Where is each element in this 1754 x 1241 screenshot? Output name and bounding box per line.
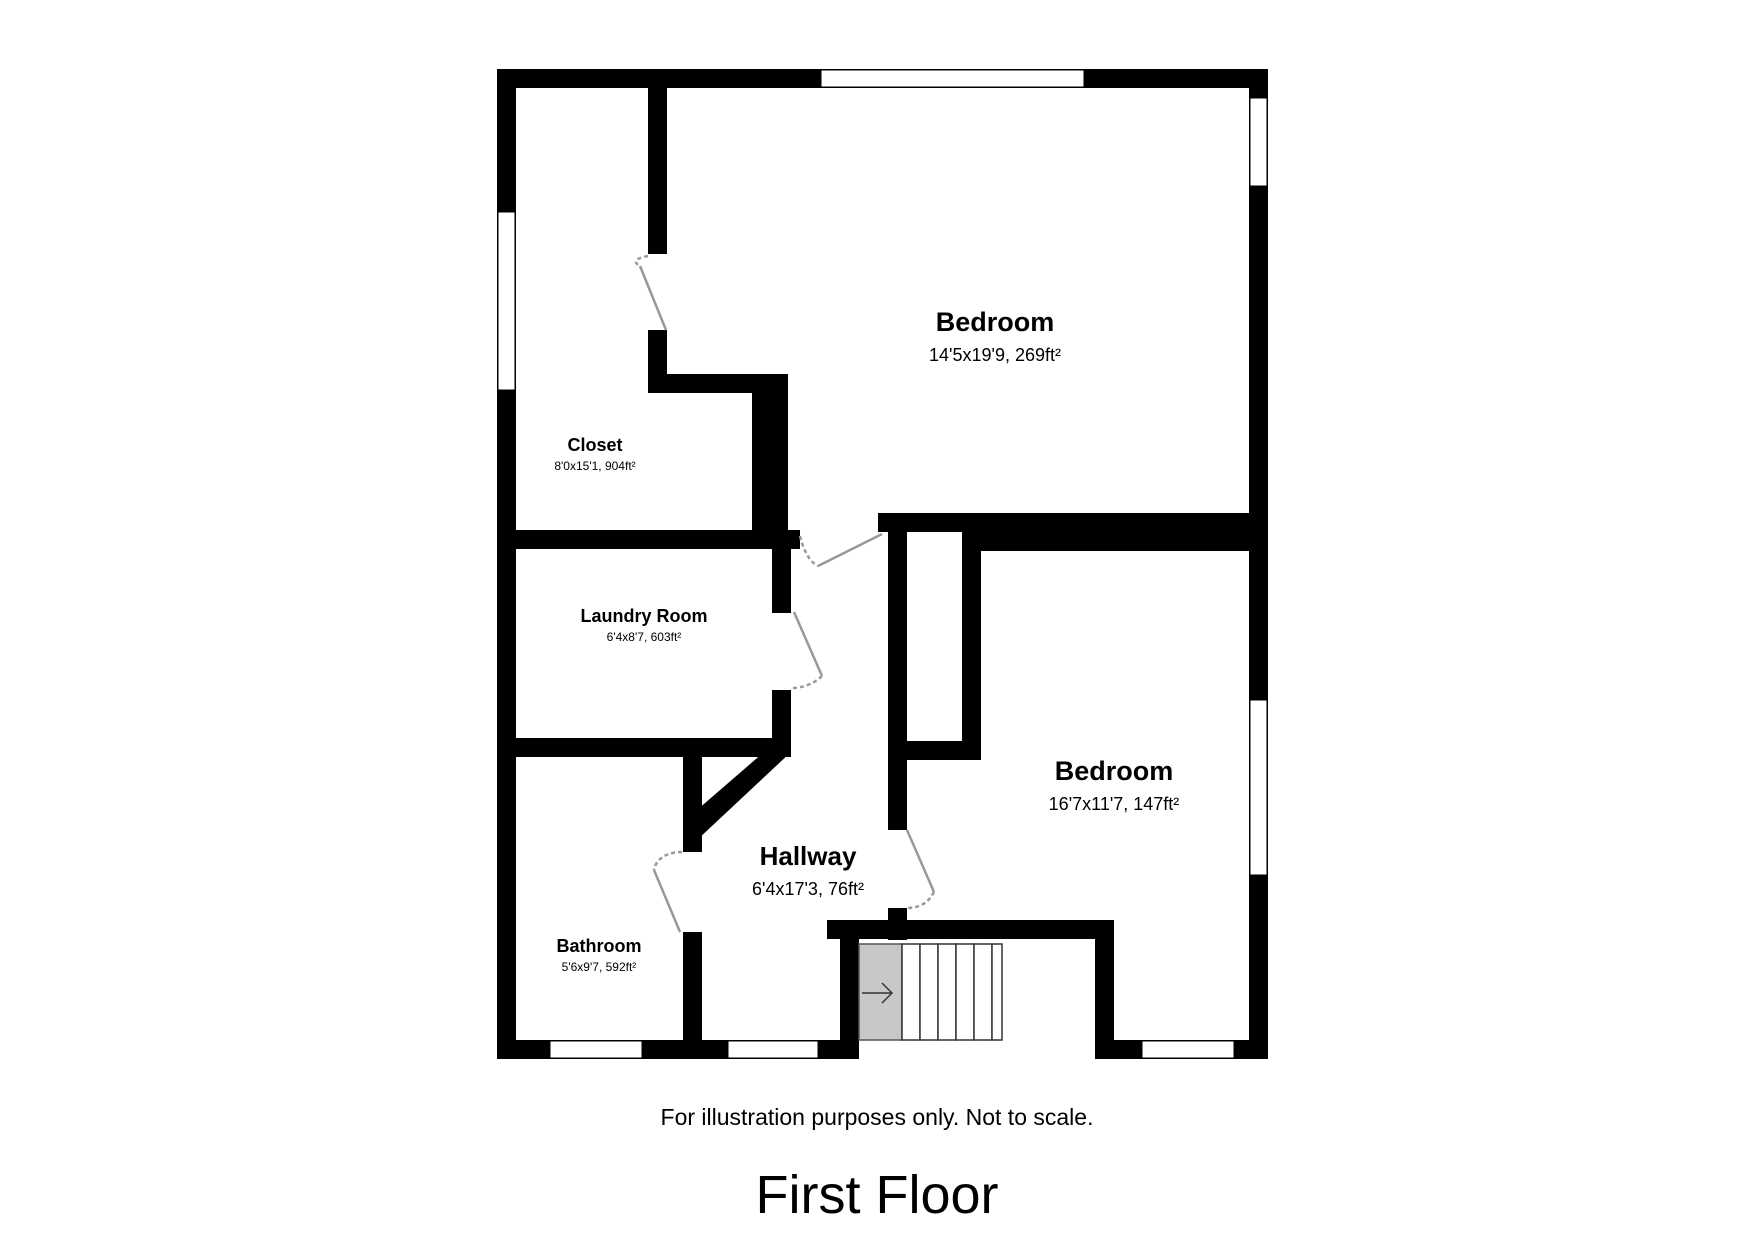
room-dims-bathroom: 5'6x9'7, 592ft²: [562, 960, 637, 974]
room-name-bathroom: Bathroom: [557, 936, 642, 956]
window-left: [497, 211, 516, 391]
wall-diagonal-brace: [697, 752, 791, 840]
stairs-landing: [858, 943, 903, 1041]
room-name-laundry: Laundry Room: [580, 606, 707, 626]
wall-nook-top: [888, 530, 907, 549]
wall-closet-inner: [752, 392, 771, 536]
wall-closet-bottom: [497, 530, 800, 549]
room-name-closet: Closet: [567, 435, 622, 455]
room-name-bedroom-main: Bedroom: [936, 307, 1055, 337]
wall-bedroom2-top: [962, 532, 1268, 551]
wall-bedroom2-left-upper: [888, 530, 907, 830]
window-hallway: [727, 1040, 819, 1059]
room-labels: Bedroom 14'5x19'9, 269ft² Bedroom 16'7x1…: [554, 307, 1179, 974]
door-laundry: [791, 611, 824, 690]
floor-title: First Floor: [755, 1165, 999, 1225]
door-closet-bedroom: [634, 254, 668, 331]
window-right-lower: [1249, 699, 1268, 876]
stairs-steps: [901, 943, 1003, 1041]
window-top: [820, 69, 1085, 88]
door-bathroom: [652, 850, 683, 933]
room-dims-bedroom-second: 16'7x11'7, 147ft²: [1049, 794, 1180, 814]
disclaimer-text: For illustration purposes only. Not to s…: [660, 1104, 1094, 1130]
arrow-right-icon: [862, 982, 894, 1004]
wall-nook-right: [962, 530, 981, 760]
room-dims-hallway: 6'4x17'3, 76ft²: [752, 879, 864, 899]
room-dims-laundry: 6'4x8'7, 603ft²: [607, 630, 682, 644]
window-bathroom: [549, 1040, 643, 1059]
door-bedroom2: [905, 829, 936, 910]
wall-right: [1249, 69, 1268, 1059]
wall-bathroom-right-lower: [683, 932, 702, 1052]
room-name-hallway: Hallway: [760, 841, 857, 871]
doors: [634, 254, 936, 933]
wall-stairs-left: [840, 920, 859, 1058]
wall-laundry-right-lower: [772, 690, 791, 745]
door-bedroom-hallway: [798, 532, 883, 568]
wall-laundry-bottom: [497, 738, 791, 757]
wall-bedroom2-bottom-left: [1095, 920, 1114, 1058]
stairs: [858, 943, 1003, 1041]
window-bedroom2-bottom: [1141, 1040, 1235, 1059]
windows: [497, 69, 1268, 1059]
room-name-bedroom-second: Bedroom: [1055, 756, 1174, 786]
room-dims-bedroom-main: 14'5x19'9, 269ft²: [929, 345, 1061, 365]
wall-nook-bottom: [888, 741, 981, 760]
wall-laundry-right-upper: [772, 545, 791, 613]
walls: [497, 69, 1268, 1059]
wall-closet-divider-upper: [648, 86, 667, 254]
room-dims-closet: 8'0x15'1, 904ft²: [554, 459, 635, 473]
wall-stairs-top: [827, 920, 1113, 939]
wall-bedroom-bottom: [878, 513, 1268, 532]
window-right-upper: [1249, 97, 1268, 187]
